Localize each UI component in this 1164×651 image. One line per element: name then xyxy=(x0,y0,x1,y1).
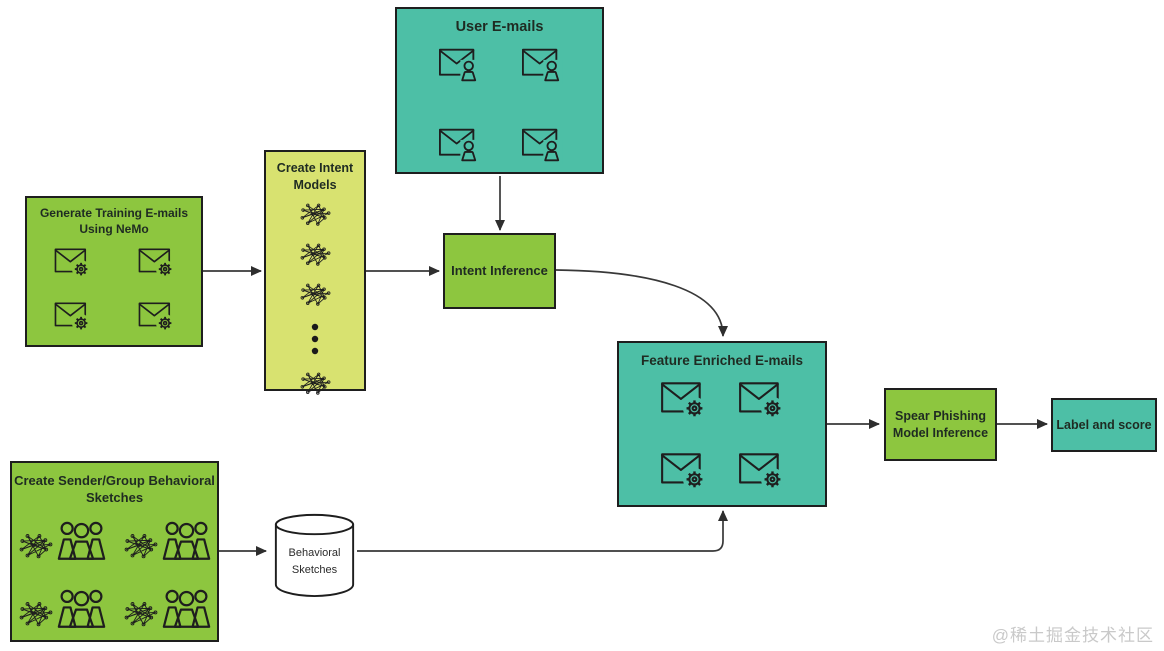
node-label-and-score: Label and score xyxy=(1051,398,1157,452)
watermark: @稀土掘金技术社区 xyxy=(991,626,1154,645)
node-title: Label and score xyxy=(1056,417,1152,432)
node-title: Generate Training E-mails Using NeMo xyxy=(39,206,189,236)
connector-arrow xyxy=(357,510,728,552)
email-user-icon xyxy=(437,125,480,169)
neural-network-icon xyxy=(300,283,331,313)
node-title: Spear Phishing Model Inference xyxy=(892,409,989,440)
sketch-icon xyxy=(124,519,211,561)
node-intent-inference: Intent Inference xyxy=(443,233,556,309)
node-title: Behavioral Sketches xyxy=(288,547,341,576)
sketch-icon xyxy=(124,587,211,629)
email-user-icon xyxy=(520,45,563,89)
email-gear-icon xyxy=(659,378,707,427)
sketch-icon xyxy=(19,587,106,629)
node-feature-enriched-emails: Feature Enriched E-mails xyxy=(617,341,827,507)
node-title: Create Sender/Group Behavioral Sketches xyxy=(14,473,215,506)
vertical-ellipsis-icon xyxy=(311,323,319,362)
neural-network-icon xyxy=(300,372,331,402)
connector-arrow xyxy=(555,269,728,337)
people-group-icon xyxy=(57,587,106,629)
neural-network-icon xyxy=(19,601,53,629)
email-gear-icon xyxy=(659,449,707,498)
email-gear-icon xyxy=(737,449,785,498)
node-create-intent-models: Create Intent Models xyxy=(264,150,366,391)
people-group-icon xyxy=(162,587,211,629)
node-generate-training-emails: Generate Training E-mails Using NeMo xyxy=(25,196,203,347)
email-gear-icon xyxy=(737,378,785,427)
node-user-emails: User E-mails xyxy=(395,7,604,174)
sketch-icon xyxy=(19,519,106,561)
email-gear-icon xyxy=(137,245,175,285)
email-user-icon xyxy=(437,45,480,89)
node-create-sender-group-sketches: Create Sender/Group Behavioral Sketches xyxy=(10,461,219,642)
neural-network-icon xyxy=(300,243,331,273)
node-spear-phishing-model-inference: Spear Phishing Model Inference xyxy=(884,388,997,461)
node-behavioral-sketches-db: Behavioral Sketches xyxy=(272,511,357,598)
email-user-icon xyxy=(520,125,563,169)
node-title: Feature Enriched E-mails xyxy=(640,353,804,368)
node-title: User E-mails xyxy=(455,19,544,35)
neural-network-icon xyxy=(124,533,158,561)
neural-network-icon xyxy=(19,533,53,561)
people-group-icon xyxy=(57,519,106,561)
email-gear-icon xyxy=(53,245,91,285)
email-gear-icon xyxy=(53,299,91,339)
neural-network-icon xyxy=(124,601,158,629)
neural-network-icon xyxy=(300,203,331,233)
people-group-icon xyxy=(162,519,211,561)
node-title: Create Intent Models xyxy=(276,161,354,192)
node-title: Intent Inference xyxy=(451,263,548,279)
email-gear-icon xyxy=(137,299,175,339)
